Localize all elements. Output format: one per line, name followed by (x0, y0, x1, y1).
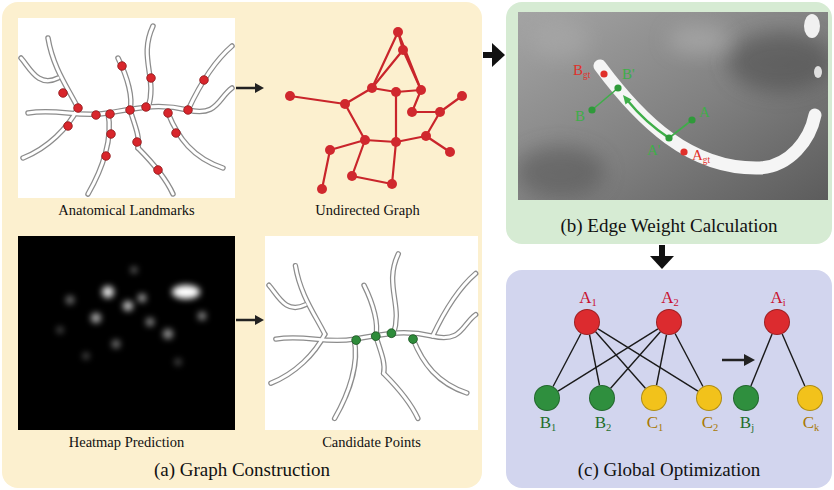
stage-panel: (c) Global OptimizationA1A2B1B2C1C2AiBjC… (506, 270, 832, 488)
graph-node: A2 (656, 309, 682, 335)
image-caption: Candidate Points (255, 434, 488, 451)
flow-arrow (236, 83, 264, 93)
arrow-head (492, 43, 505, 67)
node-label: A2 (635, 289, 705, 306)
point-label: B' (622, 66, 635, 83)
graph-node: A1 (574, 309, 600, 335)
connector-line (596, 332, 646, 388)
graph-node: Ck (797, 385, 823, 411)
ct-slice (515, 12, 832, 200)
connector-line (675, 334, 703, 387)
transition-arrow (722, 354, 755, 366)
arrow-head (650, 256, 674, 269)
graph-edge (596, 332, 646, 388)
point-label: A' (647, 142, 661, 159)
point-label: A (699, 104, 710, 121)
panel-caption: (b) Edge Weight Calculation (560, 215, 777, 237)
landmark-dots (59, 62, 209, 175)
panel-caption: (a) Graph Construction (154, 459, 330, 481)
image-frame: Heatmap Prediction (18, 236, 235, 430)
graph-node: C2 (696, 385, 722, 411)
stage-panel: (b) Edge Weight Calculation (506, 2, 832, 244)
graph-node: B2 (589, 385, 615, 411)
image-caption: Anatomical Landmarks (8, 202, 245, 219)
node-label: Ck (776, 414, 834, 431)
point-label: Agt (692, 147, 710, 164)
stage-panel: (a) Graph Construction Anatomical Landmar… (2, 2, 482, 488)
graph-edge (611, 332, 661, 388)
connector-line (611, 332, 661, 388)
graph-edge (558, 329, 658, 391)
panel-background (506, 2, 832, 244)
projection-lines (592, 88, 692, 138)
heatmap-image (18, 236, 235, 430)
node-label: Ai (743, 289, 813, 306)
arrow-head (623, 95, 632, 105)
graph-node: B1 (534, 385, 560, 411)
connector-line (558, 329, 658, 391)
graph-edge (675, 334, 703, 387)
point-label: Bgt (573, 62, 590, 79)
vessel-render (18, 18, 235, 198)
graph-node: Ai (764, 309, 790, 335)
arrow-head (255, 83, 264, 93)
flow-arrow (650, 245, 674, 269)
arrow-head (255, 315, 264, 325)
flow-arrow (483, 43, 505, 67)
connector-line (236, 87, 257, 90)
geodesic-arrow (628, 101, 669, 138)
image-caption: Heatmap Prediction (8, 434, 245, 451)
vessel-render (265, 236, 478, 430)
image-caption: Undirected Graph (255, 202, 480, 219)
connector-line (782, 334, 805, 386)
node-label: C2 (675, 414, 745, 431)
node-label: Bj (712, 414, 782, 431)
connector-line (657, 335, 667, 385)
connector-line (751, 334, 772, 386)
node-label: A1 (553, 289, 623, 306)
graph-edge (751, 334, 772, 386)
panel-caption: (c) Global Optimization (578, 459, 761, 481)
graph-edge (782, 334, 805, 386)
graph-edge (657, 335, 667, 385)
graph-edge (590, 335, 600, 385)
node-label: B1 (513, 414, 583, 431)
node-label: C1 (620, 414, 690, 431)
candidate-dots (352, 329, 418, 345)
node-label: B2 (568, 414, 638, 431)
graph-edge (553, 334, 581, 387)
graph-node: Bj (733, 385, 759, 411)
point-dots (588, 70, 695, 155)
image-frame: Undirected Graph (265, 18, 470, 198)
panel-background (2, 2, 482, 488)
flow-arrow (236, 315, 264, 325)
connector-line (236, 319, 257, 322)
connector-line (598, 329, 698, 391)
connector-line (553, 334, 581, 387)
point-label: B (575, 108, 585, 125)
image-frame: Candidate Points (265, 236, 478, 430)
connector-line (590, 335, 600, 385)
panel-background (506, 270, 832, 488)
image-frame: Anatomical Landmarks (18, 18, 235, 198)
landmark-graph (285, 27, 467, 194)
graph-edge (598, 329, 698, 391)
graph-node: C1 (641, 385, 667, 411)
